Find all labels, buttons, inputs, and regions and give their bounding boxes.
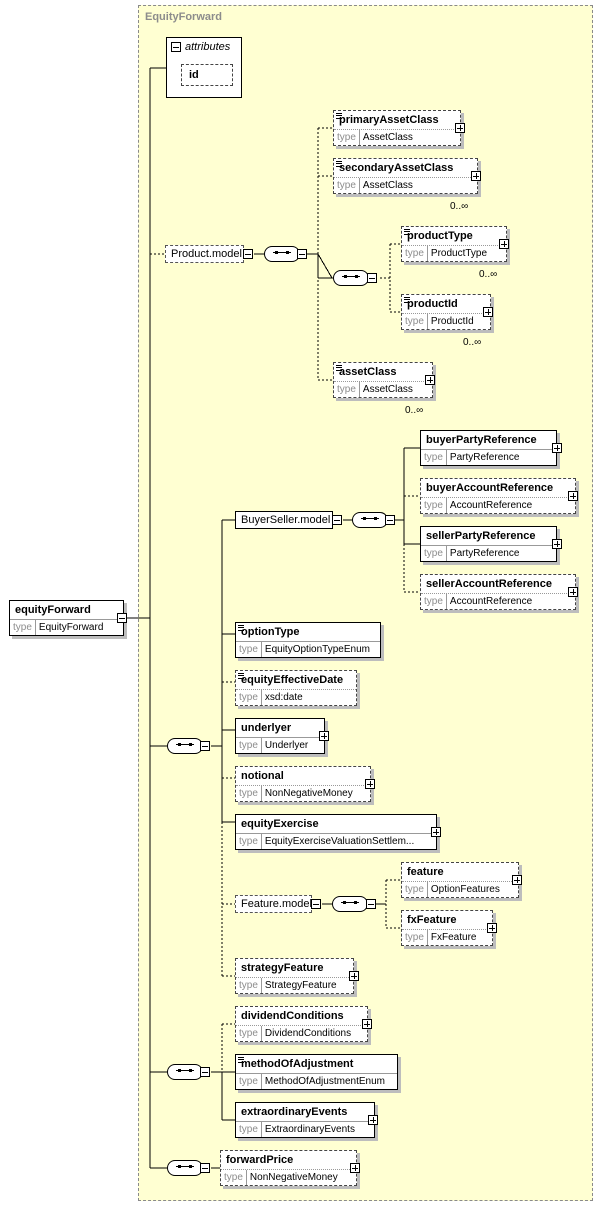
documentation-icon — [404, 229, 410, 235]
sequence-compositor[interactable] — [167, 1064, 203, 1080]
element-type: EquityForward — [38, 622, 104, 633]
attributes-title: attributes — [185, 41, 231, 53]
collapse-icon[interactable] — [200, 1163, 210, 1173]
documentation-icon — [336, 113, 342, 119]
documentation-icon — [336, 365, 342, 371]
expand-icon[interactable] — [552, 443, 562, 453]
documentation-icon — [404, 297, 410, 303]
expand-icon[interactable] — [350, 1163, 360, 1173]
choice-compositor[interactable] — [333, 270, 369, 286]
collapse-icon[interactable] — [366, 899, 376, 909]
occurrence-label: 0..∞ — [479, 269, 498, 280]
attributes-box: attributes id — [166, 37, 242, 98]
collapse-icon[interactable] — [243, 249, 253, 259]
documentation-icon — [336, 161, 342, 167]
attribute-id[interactable]: id — [181, 64, 233, 86]
expand-icon[interactable] — [365, 779, 375, 789]
collapse-icon[interactable] — [297, 249, 307, 259]
collapse-icon[interactable] — [117, 613, 127, 623]
documentation-icon — [238, 1057, 244, 1063]
expand-icon[interactable] — [471, 171, 481, 181]
expand-icon[interactable] — [568, 491, 578, 501]
expand-icon[interactable] — [431, 827, 441, 837]
occurrence-label: 0..∞ — [463, 337, 482, 348]
sequence-compositor[interactable] — [167, 1160, 203, 1176]
collapse-icon[interactable] — [385, 515, 395, 525]
expand-icon[interactable] — [319, 731, 329, 741]
collapse-icon[interactable] — [200, 1067, 210, 1077]
expand-icon[interactable] — [368, 1115, 378, 1125]
expand-icon[interactable] — [552, 539, 562, 549]
collapse-icon[interactable] — [332, 515, 342, 525]
complex-type-title: EquityForward — [145, 11, 223, 23]
element-name: equityForward — [15, 604, 91, 616]
sequence-compositor-main[interactable] — [167, 738, 203, 754]
occurrence-label: 0..∞ — [405, 405, 424, 416]
group-buyerseller-model[interactable]: BuyerSeller.model — [235, 511, 333, 529]
documentation-icon — [238, 673, 244, 679]
documentation-icon — [238, 625, 244, 631]
expand-icon[interactable] — [499, 239, 509, 249]
group-feature-model[interactable]: Feature.model — [235, 895, 312, 913]
collapse-icon[interactable] — [171, 42, 181, 52]
collapse-icon[interactable] — [367, 273, 377, 283]
expand-icon[interactable] — [425, 375, 435, 385]
sequence-compositor[interactable] — [264, 246, 300, 262]
collapse-icon[interactable] — [200, 741, 210, 751]
expand-icon[interactable] — [349, 971, 359, 981]
expand-icon[interactable] — [512, 875, 522, 885]
expand-icon[interactable] — [362, 1019, 372, 1029]
expand-icon[interactable] — [455, 123, 465, 133]
expand-icon[interactable] — [487, 923, 497, 933]
sequence-compositor[interactable] — [352, 512, 388, 528]
expand-icon[interactable] — [483, 307, 493, 317]
expand-icon[interactable] — [568, 587, 578, 597]
group-product-model[interactable]: Product.model — [165, 245, 244, 263]
occurrence-label: 0..∞ — [450, 201, 469, 212]
sequence-compositor[interactable] — [332, 896, 368, 912]
collapse-icon[interactable] — [311, 899, 321, 909]
